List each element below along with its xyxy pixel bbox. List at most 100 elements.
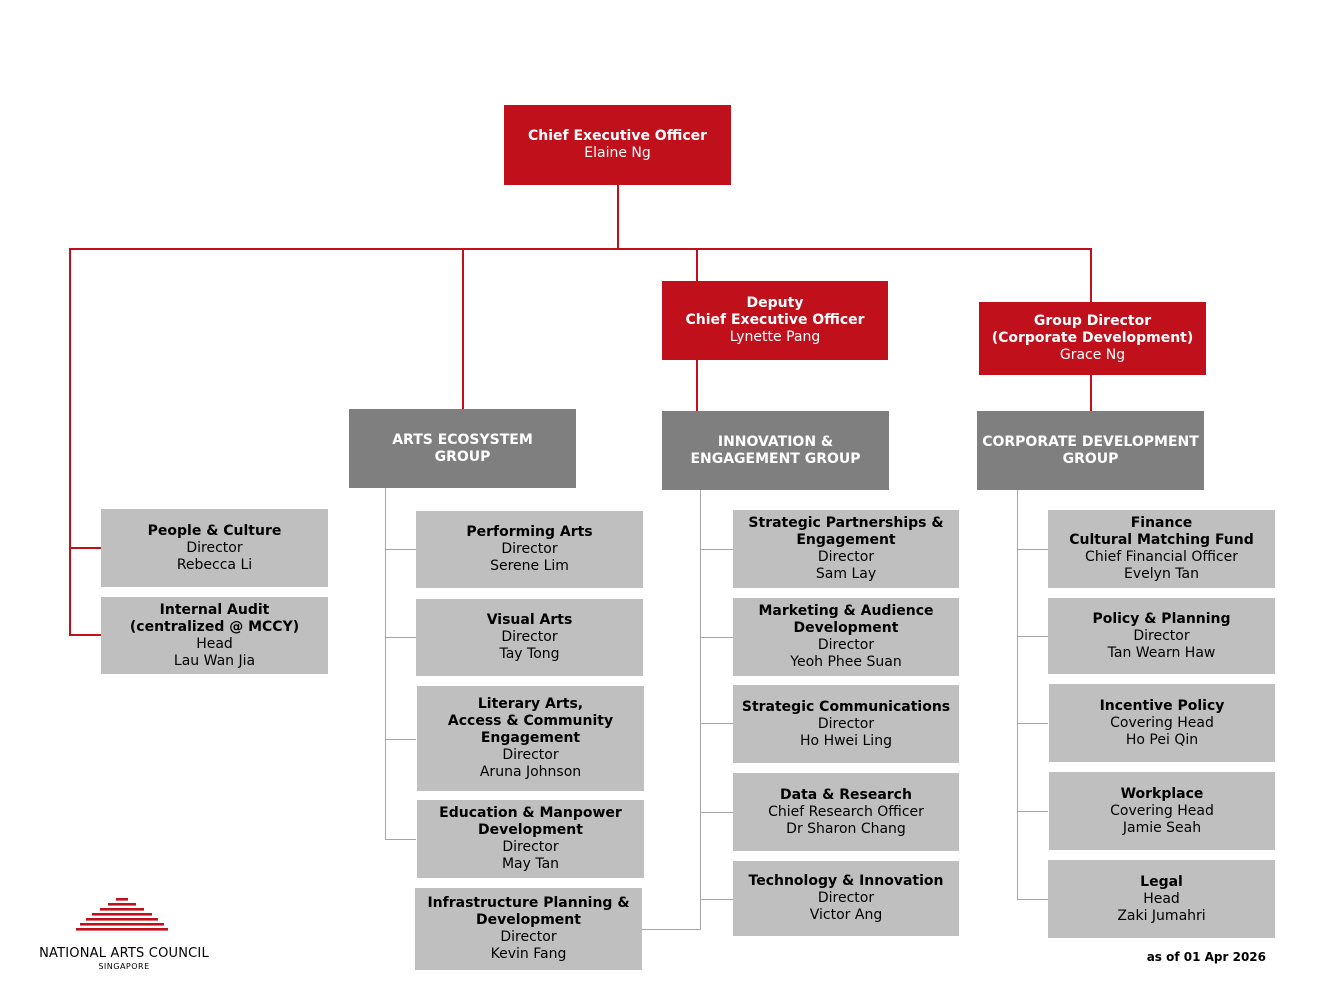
ceo-name: Elaine Ng: [584, 145, 651, 161]
unit-title: Engagement: [796, 532, 896, 548]
unit-role: Head: [1143, 890, 1180, 907]
unit-role: Director: [817, 890, 875, 906]
unit-title: Performing Arts: [466, 524, 593, 540]
connector: [385, 488, 386, 840]
nac-logo: NATIONAL ARTS COUNCIL SINGAPORE: [34, 896, 214, 976]
connector: [700, 490, 701, 930]
group-director-name: Grace Ng: [1059, 347, 1126, 363]
connector: [1017, 811, 1048, 812]
unit-person: Aruna Johnson: [479, 764, 582, 780]
group-director-title: (Corporate Development): [991, 330, 1194, 346]
unit-title: Engagement: [480, 730, 581, 746]
group-label: INNOVATION &: [717, 433, 834, 450]
group-label: CORPORATE DEVELOPMENT: [982, 433, 1199, 450]
unit-title: Workplace: [1120, 785, 1204, 802]
deputy-ceo-name: Lynette Pang: [729, 329, 821, 345]
unit-person: Tay Tong: [499, 646, 560, 662]
unit-person: Tan Wearn Haw: [1107, 644, 1216, 661]
connector: [385, 839, 416, 840]
unit-role: Director: [817, 715, 875, 732]
unit-role: Director: [817, 549, 875, 565]
unit-person: Evelyn Tan: [1124, 566, 1199, 582]
connector: [1017, 899, 1048, 900]
unit-role: Covering Head: [1110, 714, 1214, 731]
unit-title: Internal Audit: [159, 601, 270, 618]
unit-person: Zaki Jumahri: [1117, 907, 1206, 924]
unit-role: Director: [500, 929, 557, 945]
connector: [69, 248, 1092, 250]
unit-title: Strategic Communications: [741, 698, 951, 715]
connector: [1017, 723, 1048, 724]
unit-role: Director: [186, 539, 243, 556]
unit-title: Visual Arts: [486, 612, 573, 628]
connector: [462, 248, 464, 410]
logo-name: NATIONAL ARTS COUNCIL: [39, 946, 209, 961]
unit-title: Literary Arts,: [477, 696, 584, 712]
deputy-ceo-title: Deputy: [746, 295, 804, 311]
connector: [700, 899, 733, 900]
group-label: ARTS ECOSYSTEM: [392, 431, 533, 448]
unit-title: People & Culture: [147, 522, 282, 539]
unit-title: Incentive Policy: [1099, 697, 1225, 714]
unit-person: Rebecca Li: [176, 556, 253, 573]
unit-title: Development: [478, 822, 583, 838]
unit-title: (centralized @ MCCY): [129, 618, 300, 635]
unit-role: Director: [817, 637, 875, 653]
as-of-date: as of 01 Apr 2026: [1146, 950, 1266, 964]
unit-role: Chief Financial Officer: [1085, 549, 1238, 565]
unit-person: Sam Lay: [815, 566, 877, 582]
group-director-title: Group Director: [1033, 313, 1152, 329]
unit-title: Education & Manpower: [439, 805, 622, 821]
group-label: GROUP: [1062, 450, 1119, 467]
unit-role: Director: [501, 541, 558, 557]
unit-title: Cultural Matching Fund: [1069, 532, 1254, 548]
logo-subtitle: SINGAPORE: [98, 962, 150, 971]
unit-person: Kevin Fang: [490, 946, 567, 962]
connector: [696, 359, 698, 411]
connector: [1090, 248, 1092, 303]
unit-title: Data & Research: [780, 786, 912, 803]
group-label: GROUP: [434, 448, 491, 465]
connector: [385, 637, 416, 638]
unit-title: Development: [476, 912, 581, 928]
unit-person: Ho Pei Qin: [1125, 731, 1199, 748]
unit-title: Marketing & Audience: [758, 603, 934, 619]
connector: [642, 929, 701, 930]
group-director-box: Group Director (Corporate Development) G…: [979, 302, 1206, 375]
unit-person: Dr Sharon Chang: [786, 820, 906, 837]
connector: [700, 549, 733, 550]
deputy-ceo-box: Deputy Chief Executive Officer Lynette P…: [662, 281, 888, 360]
group-label: ENGAGEMENT GROUP: [690, 450, 861, 467]
connector: [700, 723, 733, 724]
unit-person: Ho Hwei Ling: [800, 732, 892, 749]
connector: [1017, 636, 1048, 637]
unit-title: Technology & Innovation: [748, 873, 944, 889]
nac-logo-mark: [76, 896, 168, 932]
unit-title: Strategic Partnerships &: [748, 515, 944, 531]
connector: [69, 547, 101, 549]
unit-person: Yeoh Phee Suan: [790, 654, 902, 670]
unit-role: Covering Head: [1110, 802, 1214, 819]
unit-person: Jamie Seah: [1122, 819, 1202, 836]
unit-title: Access & Community: [447, 713, 614, 729]
connector: [69, 248, 71, 636]
unit-title: Finance: [1130, 515, 1193, 531]
unit-role: Chief Research Officer: [768, 803, 924, 820]
unit-title: Policy & Planning: [1092, 610, 1231, 627]
unit-role: Director: [1133, 627, 1190, 644]
unit-title: Development: [793, 620, 899, 636]
unit-role: Director: [502, 747, 559, 763]
innovation-engagement-group: INNOVATION & ENGAGEMENT GROUP: [662, 411, 889, 490]
deputy-ceo-title: Chief Executive Officer: [685, 312, 865, 328]
unit-person: Lau Wan Jia: [173, 652, 256, 669]
